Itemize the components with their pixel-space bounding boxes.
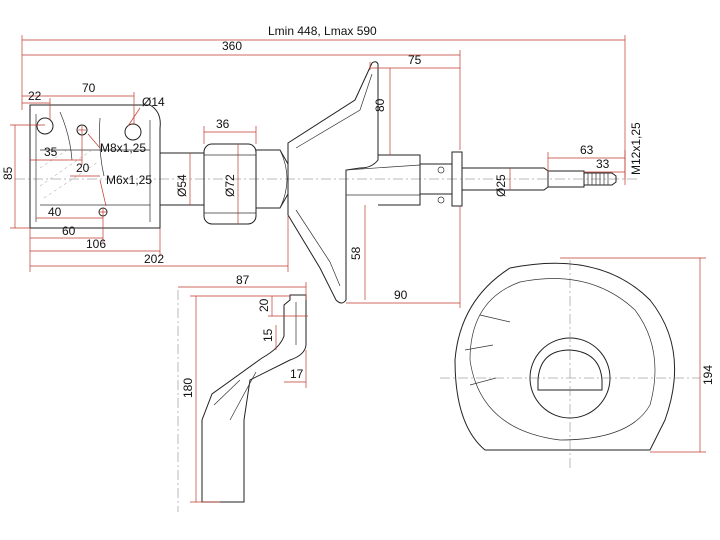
dimension-labels: Lmin 448, Lmax 590 360 75 80 70 22 Ø14 3… <box>1 24 715 398</box>
label-70: 70 <box>82 81 96 95</box>
spring-seat <box>287 61 379 304</box>
label-m6: M6x1,25 <box>106 173 152 187</box>
label-m8: M8x1,25 <box>100 141 146 155</box>
label-180: 180 <box>181 378 195 398</box>
label-106: 106 <box>86 237 106 251</box>
label-202: 202 <box>144 252 164 266</box>
label-17: 17 <box>290 367 304 381</box>
bracket-side-view <box>177 282 308 512</box>
label-20: 20 <box>76 161 90 175</box>
label-360: 360 <box>222 39 242 53</box>
label-m12: M12x1,25 <box>629 122 643 175</box>
label-25: Ø25 <box>494 174 508 197</box>
label-15: 15 <box>261 328 275 342</box>
label-60: 60 <box>62 224 76 238</box>
label-194: 194 <box>701 365 715 385</box>
label-90: 90 <box>394 288 408 302</box>
label-72: Ø72 <box>223 174 237 197</box>
upper-hole-right <box>124 123 142 141</box>
label-length: Lmin 448, Lmax 590 <box>268 24 377 38</box>
seat-center-hole <box>537 349 603 391</box>
upper-mount <box>378 154 421 206</box>
label-35: 35 <box>44 145 58 159</box>
upper-hole-left <box>36 117 54 135</box>
label-87: 87 <box>236 273 250 287</box>
label-22: 22 <box>28 89 42 103</box>
label-75: 75 <box>408 53 422 67</box>
label-63: 63 <box>580 143 594 157</box>
label-33: 33 <box>596 157 610 171</box>
seat-outer-contour <box>454 262 676 451</box>
dimension-lines <box>10 35 626 308</box>
strut-side-view <box>15 61 640 304</box>
spring-seat-top-view <box>440 257 706 470</box>
label-20b: 20 <box>257 298 271 312</box>
label-36: 36 <box>216 117 230 131</box>
label-80: 80 <box>373 98 387 112</box>
label-14: Ø14 <box>142 95 165 109</box>
label-54: Ø54 <box>175 174 189 197</box>
label-40: 40 <box>48 205 62 219</box>
outer-cylinder <box>203 143 257 225</box>
label-58: 58 <box>349 246 363 260</box>
label-85: 85 <box>1 166 15 180</box>
bracket-profile <box>201 294 307 503</box>
thread-section <box>583 172 617 186</box>
